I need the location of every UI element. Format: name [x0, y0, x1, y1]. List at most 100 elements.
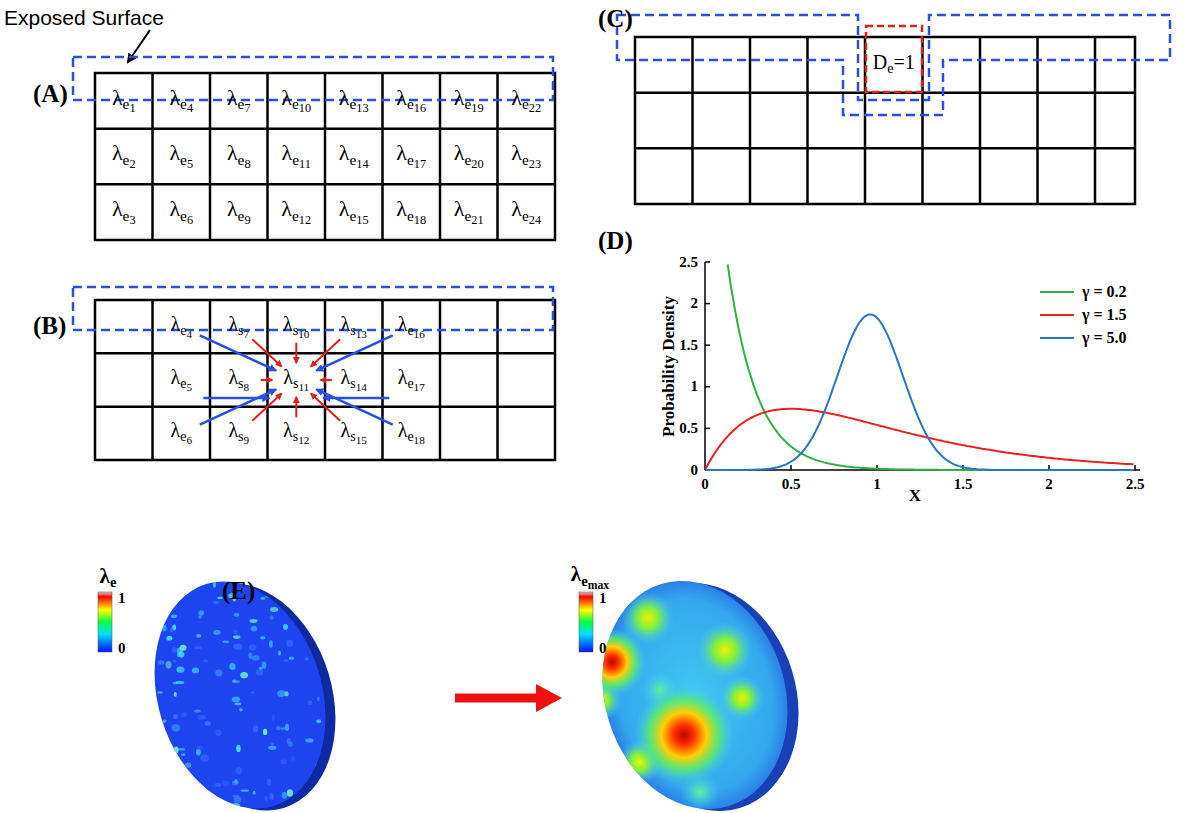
disk-face	[128, 560, 353, 813]
disk-hotspots	[634, 685, 734, 785]
speckle	[306, 601, 311, 605]
speckle	[163, 719, 167, 723]
speckle	[269, 640, 273, 647]
speckle	[289, 656, 294, 660]
speckle	[173, 791, 181, 798]
element-value: λe9	[227, 198, 251, 226]
speckle	[286, 640, 293, 647]
speckle	[222, 641, 229, 643]
speckle	[161, 617, 166, 624]
speckle	[174, 746, 179, 753]
speckle	[157, 691, 163, 693]
influence-arrow	[311, 394, 340, 421]
speckle	[319, 619, 323, 621]
speckle	[198, 610, 204, 616]
colorbar	[98, 592, 112, 652]
element-value: λe2	[112, 142, 136, 170]
speckle	[259, 667, 263, 670]
speckle	[233, 644, 242, 650]
speckle	[172, 592, 176, 596]
speckle	[313, 646, 321, 652]
mesh-grid-a	[496, 73, 499, 240]
influence-arrow	[200, 335, 276, 370]
speckle	[234, 630, 238, 635]
speckle	[197, 715, 206, 720]
element-value: λe21	[454, 198, 484, 226]
element-value: λe22	[511, 87, 541, 115]
speckle	[283, 624, 288, 630]
speckle	[229, 663, 235, 670]
speckle	[263, 729, 267, 735]
influence-arrow	[311, 339, 340, 366]
chart-axes	[1134, 465, 1136, 470]
speckle	[291, 756, 295, 761]
speckle	[318, 661, 325, 668]
speckle	[308, 700, 312, 705]
speckle	[176, 787, 183, 792]
damaged-element-outline	[866, 26, 922, 92]
speckle	[159, 753, 165, 759]
mesh-grid-b	[496, 300, 499, 460]
influence-arrow	[316, 389, 392, 424]
speckle	[157, 806, 164, 810]
speckle	[282, 592, 287, 596]
speckle	[287, 738, 291, 744]
axis-title: X	[909, 487, 921, 504]
speckle	[270, 615, 274, 620]
speckle	[251, 691, 255, 694]
speckle	[173, 659, 176, 662]
mesh-grid-b	[209, 300, 212, 460]
mesh-grid-b	[151, 300, 154, 460]
influence-arrow	[252, 339, 281, 366]
speckle	[175, 781, 179, 785]
panel-label: (B)	[33, 313, 66, 338]
element-value: λe10	[281, 87, 311, 115]
speckle	[180, 645, 187, 651]
speckle	[173, 682, 178, 685]
speckle	[277, 690, 286, 697]
speckle	[306, 639, 309, 642]
exposed-surface-outline	[73, 57, 553, 100]
panel-label: (E)	[222, 578, 255, 603]
speckle	[215, 670, 222, 677]
speckle	[251, 626, 258, 632]
speckle	[272, 715, 275, 721]
colorbar-tick: 1	[599, 591, 607, 606]
speckle	[239, 708, 243, 712]
speckle	[271, 582, 279, 585]
speckle	[317, 596, 325, 599]
speckle	[235, 680, 240, 683]
speckle	[214, 783, 221, 787]
mesh-grid-c	[1036, 37, 1039, 204]
mesh-grid-c	[806, 37, 809, 204]
speckle	[172, 759, 181, 763]
mesh-grid-c	[635, 147, 1135, 150]
speckle	[270, 793, 274, 799]
colorbar-title: λemax	[571, 564, 609, 591]
chart-axes	[704, 262, 706, 470]
mesh-grid-a	[266, 73, 269, 240]
damage-label: De=1	[873, 52, 915, 76]
legend-line-samples	[1040, 337, 1074, 339]
legend-text: γ = 5.0	[1082, 330, 1127, 346]
speckle	[166, 661, 172, 668]
speckle	[171, 724, 180, 731]
speckle	[240, 672, 248, 678]
element-value: λs12	[283, 420, 309, 446]
mesh-grid-a	[95, 73, 555, 240]
disk-speckles	[157, 575, 325, 810]
element-value: λe4	[169, 87, 193, 115]
colorbar	[579, 592, 593, 652]
mesh-grid-b	[95, 300, 555, 460]
speckle	[267, 779, 271, 786]
speckle	[203, 659, 208, 662]
element-value: λs8	[228, 367, 249, 393]
speckle	[282, 792, 288, 799]
mesh-grid-c	[979, 37, 982, 204]
speckle	[295, 618, 300, 622]
transform-arrow-head	[536, 684, 562, 712]
colorbar-tick: 1	[118, 591, 126, 606]
tick-label: 2	[691, 296, 699, 311]
speckle	[170, 782, 177, 786]
